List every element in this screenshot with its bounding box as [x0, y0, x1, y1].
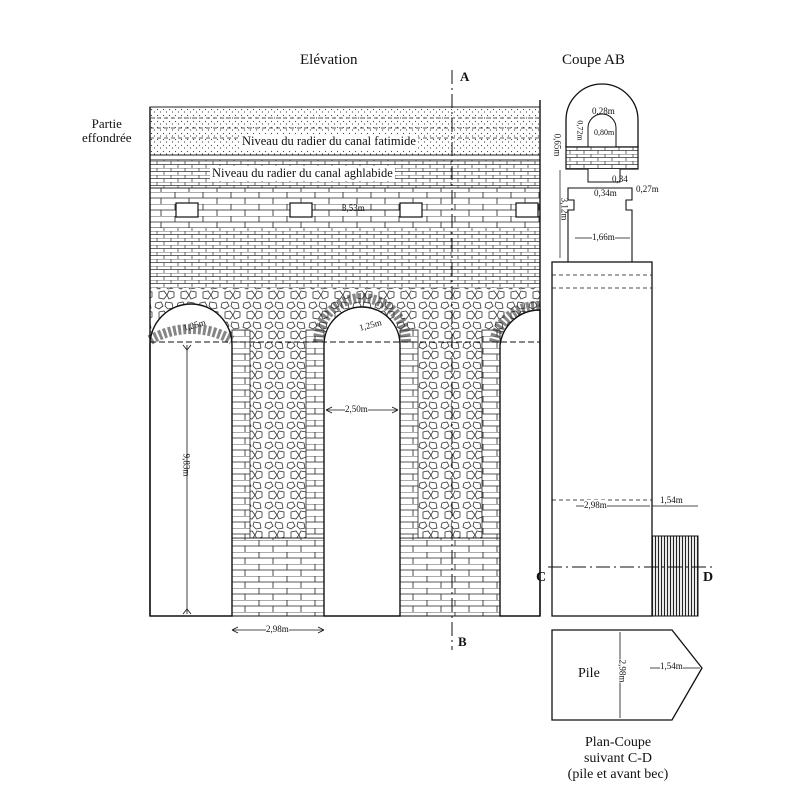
elevation-title: Elévation [300, 52, 358, 68]
dim-channel-top: 0,28m [592, 106, 615, 116]
dim-channel-height: 0,72m [575, 120, 585, 141]
aghlabid-level-label: Niveau du radier du canal aghlabide [210, 166, 395, 181]
dim-upper-width: 1,66m [592, 232, 615, 242]
collapsed-part-line1: Partie [91, 116, 122, 131]
dim-corbel-c: 0,27m [636, 184, 659, 194]
dim-pier-width-section: 2,98m [584, 500, 607, 510]
fatimid-level-label: Niveau du radier du canal fatimide [240, 134, 418, 149]
marker-d: D [703, 570, 714, 585]
section-ab-title: Coupe AB [562, 52, 625, 68]
dim-channel-total: 0,65m [552, 133, 563, 157]
dim-plan-cutwater: 1,54m [660, 661, 683, 671]
marker-a: A [460, 69, 470, 84]
marker-c: C [536, 570, 547, 585]
dim-upper-height: 3,12m [559, 197, 570, 221]
dim-corbel-b: 0,34m [594, 188, 617, 198]
collapsed-part-line2: effondrée [82, 130, 132, 145]
dim-top-opening: 3,53m [342, 203, 365, 213]
plan-section-line3: (pile et avant bec) [567, 767, 669, 782]
dim-plan-width: 2,98m [617, 659, 628, 683]
pier-label: Pile [578, 666, 600, 681]
dim-corbel-a: 0,34 [612, 174, 628, 184]
collapsed-part-label: Partie effondrée [82, 117, 132, 145]
dim-cutwater-length: 1,54m [660, 495, 683, 505]
plan-section-line1: Plan-Coupe [584, 735, 652, 750]
dim-channel-inner: 0,80m [594, 128, 615, 137]
marker-b: B [458, 634, 467, 649]
elevation-view [147, 70, 541, 650]
plan-section-line2: suivant C-D [583, 751, 653, 766]
dim-arch-height: 9,83m [181, 453, 192, 477]
section-ab-view [548, 83, 712, 617]
dim-arch-span: 2,50m [345, 404, 368, 414]
dim-pier-width-elevation: 2,98m [266, 624, 289, 634]
plan-section-title: Plan-Coupe suivant C-D (pile et avant be… [548, 735, 688, 783]
